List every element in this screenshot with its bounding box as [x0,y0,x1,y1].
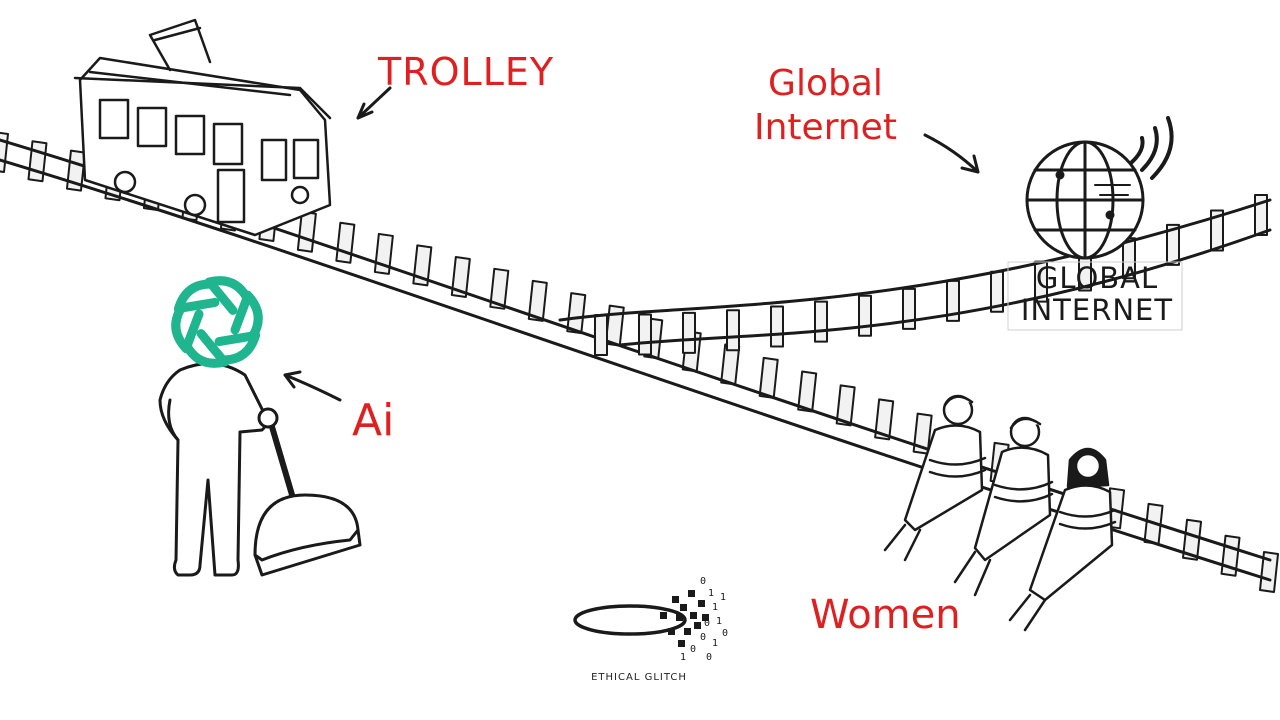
glitch-digit: 0 [706,652,712,663]
glitch-digit: 1 [712,602,718,613]
internet-sign-board [1007,261,1183,331]
track-tie [902,287,916,330]
internet-arrow [923,133,980,174]
track-tie [770,305,784,348]
glitch-digit: 0 [704,618,710,629]
track-tie [1166,223,1180,266]
woman-figure [883,394,987,562]
women-label: Women [810,592,961,638]
woman-figure [953,416,1054,597]
wifi-signal-icon [1130,116,1174,180]
glitch-digit: 0 [690,644,696,655]
openai-logo-icon [171,276,263,368]
trolley [73,18,332,237]
track-tie [758,356,779,399]
track-tie [1122,237,1136,280]
trolley-arrow [356,86,392,120]
lever [253,407,362,577]
track-tie [0,131,9,173]
woman-figure [1008,447,1117,632]
glitch-pixel [668,628,675,635]
track-tie [27,140,48,183]
track-tie [1182,518,1203,561]
track-tie [726,309,740,352]
track-tie [858,294,872,337]
glitch-digit: 1 [708,588,714,599]
glitch-pixel [694,622,701,629]
knot-petal [173,279,238,315]
global-internet-label-line2: Internet [754,107,897,148]
glitch-pixel [688,590,695,597]
track-tie [604,304,625,347]
glitch-pixel [702,614,709,621]
tied-women [883,394,1117,632]
track-tie [1210,209,1224,252]
ethical-glitch-text: ETHICAL GLITCH [591,672,687,683]
global-internet-label-line1: Global [768,63,883,104]
glitch-digit: 1 [680,652,686,663]
ai-label: Ai [352,395,395,446]
glitch-digit: 0 [700,632,706,643]
glitch-pixel [680,604,687,611]
glitch-pixel [678,640,685,647]
trolley-label: TROLLEY [378,50,555,94]
glitch-pixel [698,600,705,607]
track-tie [489,267,510,310]
track-tie [638,313,652,356]
glitch-digit: 1 [712,638,718,649]
ai-person [158,362,268,577]
global-internet-sign: GLOBAL INTERNET [1012,262,1182,326]
glitch-digit: 1 [716,616,722,627]
track-tie [594,314,608,356]
track-tie [835,384,856,427]
glitch-digit: 0 [700,576,706,587]
track-tie [450,255,471,298]
track-tie [874,398,895,441]
glitch-pixel [672,596,679,603]
track-tie [335,221,356,264]
glitch-digit: 1 [720,592,726,603]
glitch-pixel [684,628,691,635]
ai-arrow [283,370,342,402]
sign-line2: INTERNET [1020,293,1174,327]
global-internet-label: Global Internet [754,62,897,150]
track-tie [814,300,828,343]
glitch-pixel [690,612,697,619]
sign-line1: GLOBAL [1035,261,1159,295]
track-tie [682,311,696,354]
glitch-digit: 0 [722,628,728,639]
glitch-pixel [676,614,683,621]
glitch-pixel [660,612,667,619]
globe-icon [1025,140,1145,260]
